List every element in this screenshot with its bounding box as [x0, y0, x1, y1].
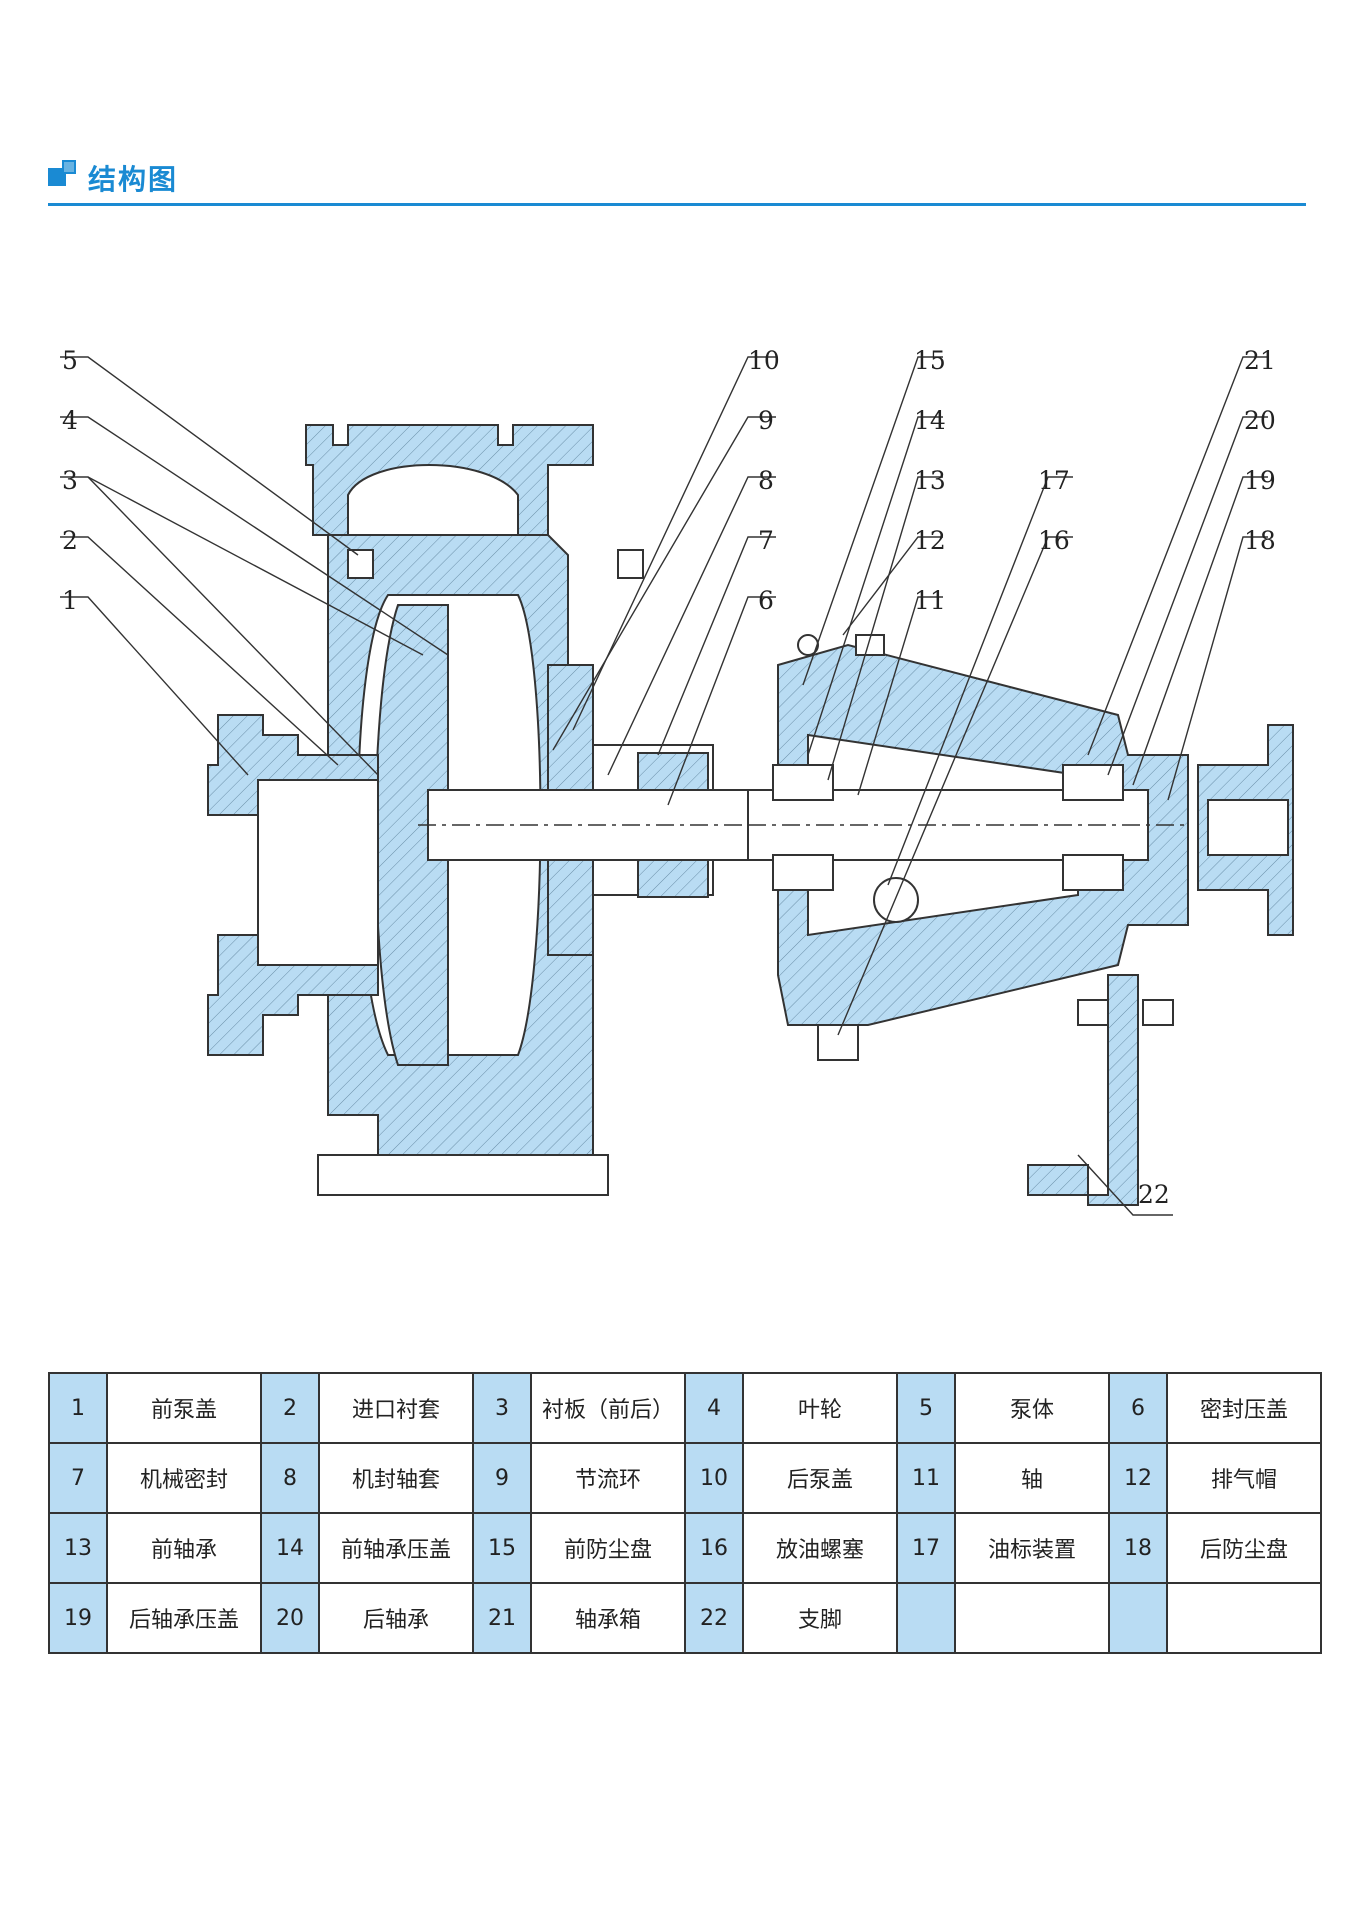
section-header: 结构图	[48, 150, 1306, 210]
part-name-cell: 油标装置	[954, 1512, 1110, 1584]
callout-label: 20	[1244, 406, 1276, 435]
part-name-cell: 前轴承	[106, 1512, 262, 1584]
callout-label: 21	[1244, 346, 1276, 375]
part-number-cell: 5	[896, 1372, 956, 1444]
part-name-cell: 轴承箱	[530, 1582, 686, 1654]
callout-label: 17	[1038, 466, 1070, 495]
part-number-cell: 11	[896, 1442, 956, 1514]
part-name-cell: 叶轮	[742, 1372, 898, 1444]
part-name-cell: 前泵盖	[106, 1372, 262, 1444]
callout-label: 19	[1244, 466, 1276, 495]
callout-label: 2	[62, 526, 78, 555]
part-number-cell: 8	[260, 1442, 320, 1514]
callout-label: 13	[914, 466, 946, 495]
part-number-cell: 15	[472, 1512, 532, 1584]
part-number-cell: 1	[48, 1372, 108, 1444]
part-number-cell: 10	[684, 1442, 744, 1514]
part-number-cell: 20	[260, 1582, 320, 1654]
callout-label: 1	[62, 586, 78, 615]
callout-label: 16	[1038, 526, 1070, 555]
callout-label: 5	[62, 346, 78, 375]
part-name-cell: 机械密封	[106, 1442, 262, 1514]
part-number-cell: 22	[684, 1582, 744, 1654]
part-number-cell: 9	[472, 1442, 532, 1514]
callout-label: 14	[914, 406, 946, 435]
part-name-cell: 机封轴套	[318, 1442, 474, 1514]
part-name-cell: 后防尘盘	[1166, 1512, 1322, 1584]
part-number-cell: 21	[472, 1582, 532, 1654]
part-name-cell	[954, 1582, 1110, 1654]
callout-label: 10	[748, 346, 780, 375]
part-number-cell: 19	[48, 1582, 108, 1654]
part-name-cell: 后轴承压盖	[106, 1582, 262, 1654]
part-name-cell: 密封压盖	[1166, 1372, 1322, 1444]
part-name-cell: 后轴承	[318, 1582, 474, 1654]
part-number-cell: 7	[48, 1442, 108, 1514]
header-divider	[48, 203, 1306, 206]
callout-label: 3	[62, 466, 78, 495]
part-name-cell: 放油螺塞	[742, 1512, 898, 1584]
part-number-cell	[1108, 1582, 1168, 1654]
callout-label: 6	[758, 586, 774, 615]
callout-label: 11	[914, 586, 946, 615]
callout-label: 22	[1138, 1180, 1170, 1209]
part-number-cell: 2	[260, 1372, 320, 1444]
part-name-cell: 前轴承压盖	[318, 1512, 474, 1584]
part-number-cell: 4	[684, 1372, 744, 1444]
part-number-cell: 17	[896, 1512, 956, 1584]
part-number-cell: 12	[1108, 1442, 1168, 1514]
part-number-cell	[896, 1582, 956, 1654]
part-name-cell: 进口衬套	[318, 1372, 474, 1444]
callout-label: 12	[914, 526, 946, 555]
page-title: 结构图	[88, 163, 179, 196]
part-name-cell	[1166, 1582, 1322, 1654]
part-name-cell: 后泵盖	[742, 1442, 898, 1514]
part-number-cell: 3	[472, 1372, 532, 1444]
part-name-cell: 泵体	[954, 1372, 1110, 1444]
part-name-cell: 支脚	[742, 1582, 898, 1654]
callout-label: 7	[758, 526, 774, 555]
part-name-cell: 轴	[954, 1442, 1110, 1514]
callout-label: 15	[914, 346, 946, 375]
part-number-cell: 16	[684, 1512, 744, 1584]
callout-leaders	[60, 356, 1268, 1216]
callout-label: 8	[758, 466, 774, 495]
square-icon	[48, 160, 76, 186]
callout-label: 9	[758, 406, 774, 435]
callout-label: 18	[1244, 526, 1276, 555]
callout-label: 4	[62, 406, 78, 435]
pump-structure-diagram: 5 4 3 2 1 10 9 8 7 6 15 14 13 12 11 17 1…	[48, 335, 1308, 1235]
part-number-cell: 18	[1108, 1512, 1168, 1584]
part-name-cell: 节流环	[530, 1442, 686, 1514]
part-name-cell: 前防尘盘	[530, 1512, 686, 1584]
pump-drawing	[207, 424, 1294, 1206]
part-number-cell: 13	[48, 1512, 108, 1584]
part-number-cell: 14	[260, 1512, 320, 1584]
part-name-cell: 衬板（前后）	[530, 1372, 686, 1444]
part-name-cell: 排气帽	[1166, 1442, 1322, 1514]
part-number-cell: 6	[1108, 1372, 1168, 1444]
